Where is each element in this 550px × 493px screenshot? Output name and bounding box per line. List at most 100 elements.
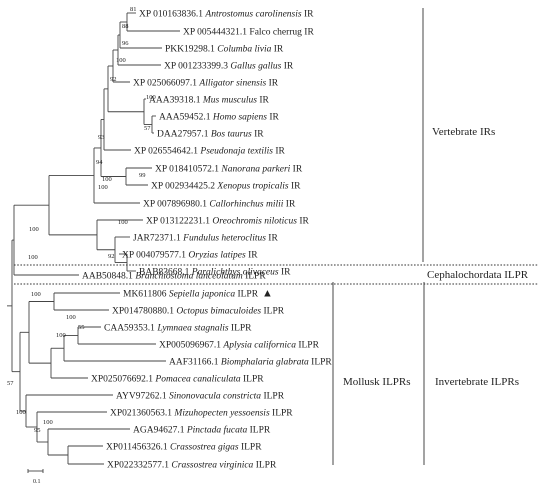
bootstrap-value: 99 — [139, 172, 146, 179]
leaf-label: XP 004079577.1 Oryzias latipes IR — [122, 250, 258, 260]
leaf-accession: DAA27957.1 — [157, 129, 211, 139]
leaf-receptor-type: IR — [290, 164, 303, 174]
leaf-species: Homo sapiens — [212, 112, 267, 122]
leaf-accession: AAB50848.1 — [82, 271, 135, 281]
leaf-label: JAR72371.1 Fundulus heteroclitus IR — [133, 233, 278, 243]
leaf-species: Xenopus tropicalis — [216, 181, 288, 191]
bootstrap-value: 100 — [28, 254, 38, 261]
leaf-receptor-type: IR — [302, 27, 315, 37]
leaf-accession: CAA59353.1 — [104, 323, 157, 333]
leaf-receptor-type: IR — [283, 199, 296, 209]
leaf-label: AYV97262.1 Sinonovacula constricta ILPR — [116, 391, 285, 401]
leaf-species: Nanorana parkeri — [220, 164, 290, 174]
leaf-label: XP 010163836.1 Antrostomus carolinensis … — [139, 9, 314, 19]
bootstrap-value: 57 — [144, 125, 151, 132]
bootstrap-value: 57 — [7, 380, 14, 387]
leaf-species: Fundulus heteroclitus — [182, 233, 266, 243]
leaf-label: AAA39318.1 Mus musculus IR — [149, 95, 269, 105]
leaf-label: XP005096967.1 Aplysia californica ILPR — [159, 339, 320, 350]
leaf-receptor-type: IR — [302, 9, 315, 19]
leaf-species: Mizuhopecten yessoensis — [173, 408, 270, 418]
leaf-species: Columba livia — [217, 44, 271, 54]
leaf-label: XP 005444321.1 Falco cherrug IR — [183, 27, 314, 37]
bootstrap-value: 95 — [34, 427, 41, 434]
leaf-receptor-type: ILPR — [309, 357, 333, 367]
leaf-receptor-type: ILPR — [296, 340, 320, 350]
tree-branches — [7, 12, 180, 465]
leaf-accession: JAR72371.1 — [133, 233, 183, 243]
leaf-receptor-type: ILPR — [239, 442, 263, 452]
leaf-species: Octopus bimaculoides — [176, 306, 261, 316]
leaf-receptor-type: ILPR — [261, 306, 285, 316]
leaf-accession: XP 026554642.1 — [134, 146, 200, 156]
leaf-species: Sepiella japonica — [169, 289, 235, 299]
leaf-accession: XP011456326.1 — [106, 442, 170, 452]
leaf-label: XP 007896980.1 Callorhinchus milii IR — [143, 199, 296, 209]
scale-bar: 0.1 — [27, 469, 44, 485]
leaf-species: Sinonovacula constricta — [169, 391, 261, 401]
leaf-receptor-type: ILPR — [270, 408, 294, 418]
leaf-receptor-type: IR — [271, 44, 284, 54]
leaf-label: AAA59452.1 Homo sapiens IR — [159, 112, 279, 122]
leaf-accession: XP005096967.1 — [159, 340, 223, 350]
bootstrap-value: 100 — [116, 57, 126, 64]
bootstrap-value: 100 — [43, 419, 53, 426]
leaf-label: AAF31166.1 Biomphalaria glabrata ILPR — [169, 357, 332, 367]
bootstrap-value: 94 — [96, 159, 103, 166]
leaf-accession: XP 004079577.1 — [122, 250, 188, 260]
leaf-species: Callorhinchus milii — [209, 199, 283, 209]
bootstrap-value: 100 — [102, 176, 112, 183]
bootstrap-value: 100 — [146, 94, 156, 101]
bootstrap-value: 100 — [31, 291, 41, 298]
leaf-species: Pomacea canaliculata — [154, 374, 240, 384]
leaf-accession: BAB83668.1 — [139, 267, 192, 277]
leaf-receptor-type: IR — [257, 95, 270, 105]
leaf-receptor-type: ILPR — [241, 374, 265, 384]
leaf-label: XP011456326.1 Crassostrea gigas ILPR — [106, 442, 262, 452]
leaf-accession: XP 007896980.1 — [143, 199, 209, 209]
leaf-species: Falco cherrug — [249, 27, 302, 37]
leaf-receptor-type: IR — [281, 61, 294, 71]
vertebrate-group-label: Vertebrate IRs — [432, 126, 495, 138]
leaf-label: XP025076692.1 Pomacea canaliculata ILPR — [91, 374, 264, 384]
leaf-label: XP 018410572.1 Nanorana parkeri IR — [155, 164, 303, 174]
leaf-accession: PKK19298.1 — [165, 44, 217, 54]
leaf-species: Pseudonaja textilis — [199, 146, 273, 156]
leaf-species: Oryzias latipes — [188, 250, 246, 260]
bootstrap-value: 93 — [98, 134, 105, 141]
group-labels: Vertebrate IRs Cephalochordata ILPR Moll… — [343, 126, 529, 388]
leaf-receptor-type: ILPR — [235, 289, 259, 299]
leaf-accession: XP 018410572.1 — [155, 164, 221, 174]
bootstrap-value: 88 — [122, 23, 129, 30]
leaf-accession: AAA39318.1 — [149, 95, 203, 105]
leaf-species: Bos taurus — [211, 129, 252, 139]
leaf-receptor-type: ILPR — [243, 271, 267, 281]
leaf-species: Biomphalaria glabrata — [221, 357, 309, 367]
leaf-accession: XP 013122231.1 — [146, 216, 212, 226]
bootstrap-value: 100 — [118, 219, 128, 226]
leaf-label: XP 002934425.2 Xenopus tropicalis IR — [151, 181, 301, 191]
bootstrap-value: 100 — [56, 332, 66, 339]
leaf-receptor-type: ILPR — [253, 460, 277, 470]
leaf-accession: XP 005444321.1 — [183, 27, 249, 37]
leaf-receptor-type: IR — [252, 129, 265, 139]
leaf-label: XP 013122231.1 Oreochromis niloticus IR — [146, 216, 309, 226]
leaf-label: XP 001233399.3 Gallus gallus IR — [164, 61, 294, 71]
leaf-receptor-type: IR — [289, 181, 302, 191]
bootstrap-value: 92 — [110, 76, 117, 83]
bootstrap-labels: 8188961009210057931009499100100100921001… — [7, 6, 156, 434]
leaf-label: MK611806 Sepiella japonica ILPR▲ — [123, 287, 273, 299]
bootstrap-value: 100 — [29, 226, 39, 233]
bootstrap-value: 81 — [130, 6, 137, 13]
leaf-species: Pinctada fucata — [186, 424, 248, 435]
leaf-accession: XP021360563.1 — [110, 408, 174, 418]
leaf-label: PKK19298.1 Columba livia IR — [165, 44, 284, 54]
leaf-species: Aplysia californica — [222, 339, 296, 350]
leaf-species: Oreochromis niloticus — [212, 216, 297, 226]
leaf-receptor-type: IR — [267, 112, 280, 122]
leaf-accession: AYV97262.1 — [116, 391, 169, 401]
leaf-accession: XP014780880.1 — [112, 306, 176, 316]
leaf-label: AGA94627.1 Pinctada fucata ILPR — [133, 424, 271, 435]
cephalochordata-group-label: Cephalochordata ILPR — [427, 269, 529, 281]
leaf-receptor-type: IR — [273, 146, 286, 156]
